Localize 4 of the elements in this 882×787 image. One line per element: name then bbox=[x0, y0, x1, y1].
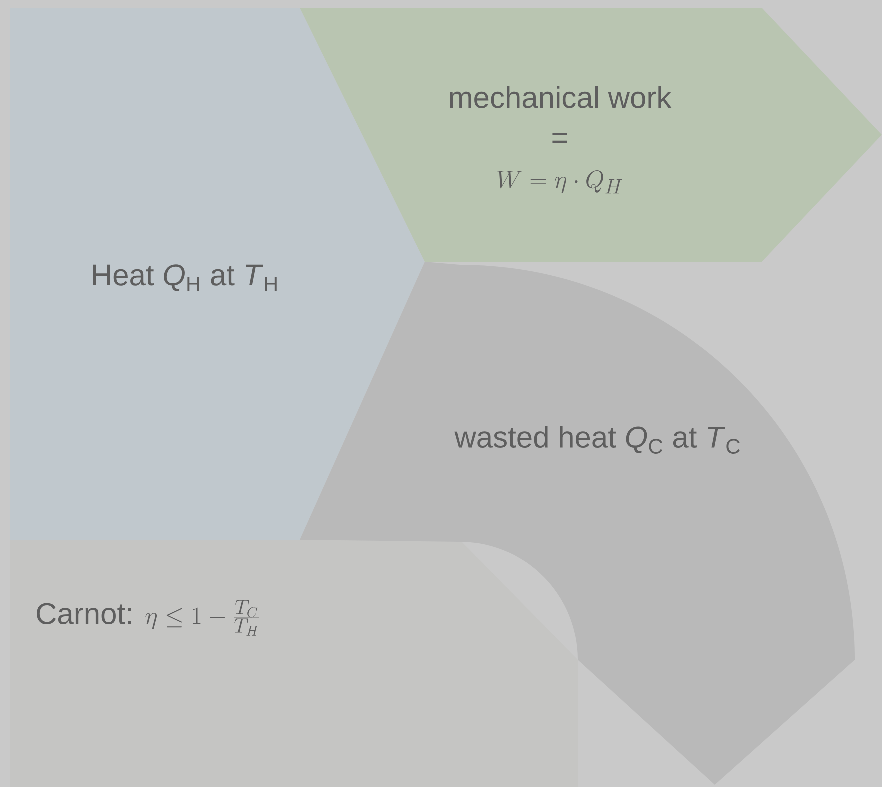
heat-flow-band: Heat Q$_{H}$ at T$_{H}$ bbox=[10, 8, 425, 540]
formula-label: Carnot: $\eta \leq 1 - \frac{T_C}{T_H}$ bbox=[37, 600, 260, 636]
wasted-heat-band: wasted heat Q$_{C}$ at T$_{C}$ bbox=[300, 262, 856, 785]
work-flow-band: mechanical work = $W = \eta \cdot Q_H$ bbox=[300, 8, 882, 262]
